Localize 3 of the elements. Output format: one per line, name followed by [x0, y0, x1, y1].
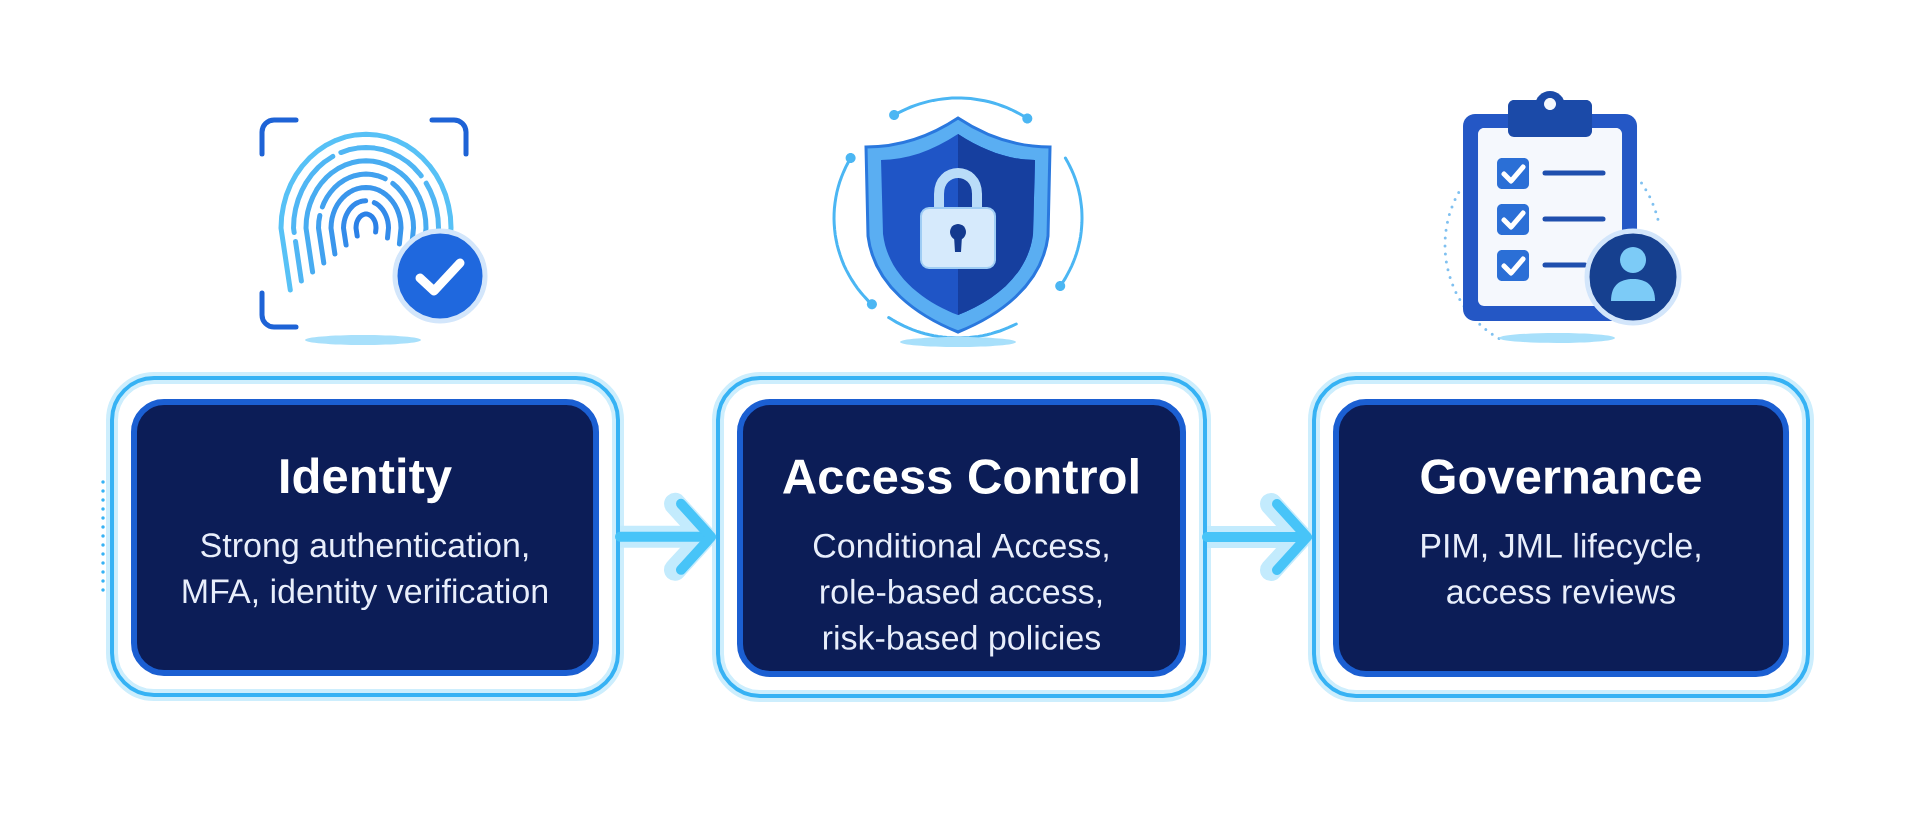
step-box: Identity Strong authentication, MFA, identity verification	[106, 372, 624, 701]
step-box: Governance PIM, JML lifecycle, access reviews	[1308, 372, 1814, 702]
step-box: Access Control Conditional Access, role-based access, risk-based policies	[712, 372, 1211, 702]
